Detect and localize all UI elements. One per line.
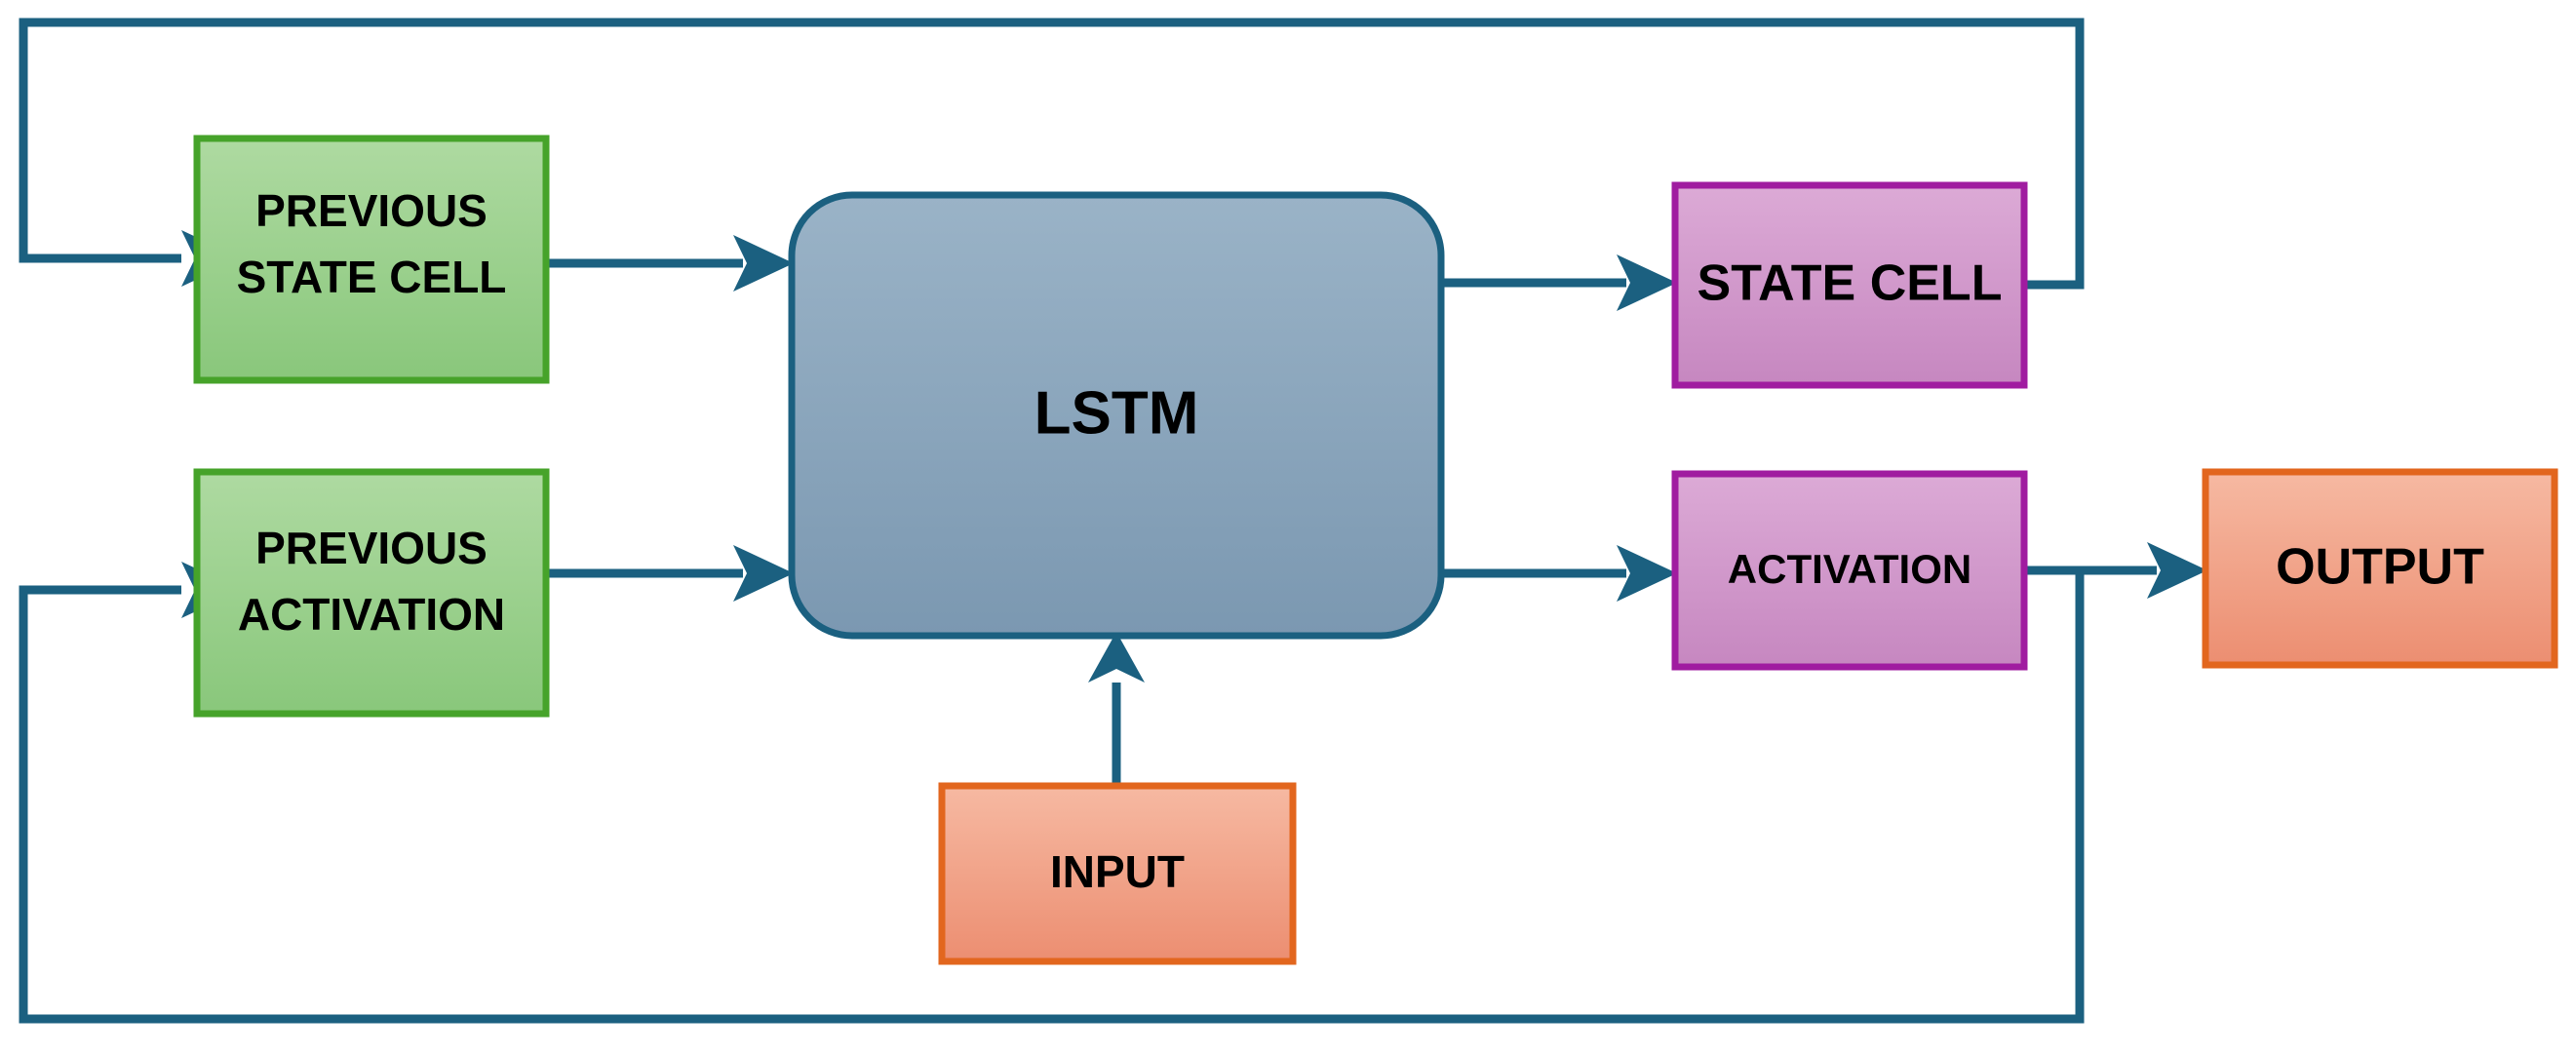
prev-activation-to-lstm-arrowhead	[733, 545, 794, 602]
edge-lstm-to-activation	[1441, 545, 1677, 602]
edge-lstm-to-state-cell	[1441, 254, 1677, 311]
node-state-cell[interactable]: STATE CELL	[1671, 181, 2028, 389]
node-input[interactable]: INPUT	[938, 782, 1297, 965]
previous-activation-box[interactable]	[193, 468, 550, 718]
input-to-lstm-arrowhead	[1088, 632, 1145, 683]
lstm-to-state-cell-arrowhead	[1617, 254, 1677, 311]
output-box[interactable]	[2202, 468, 2558, 669]
lstm-to-activation-arrowhead	[1617, 545, 1677, 602]
node-output[interactable]: OUTPUT	[2202, 468, 2558, 669]
node-previous-state-cell[interactable]: PREVIOUS STATE CELL	[193, 135, 550, 384]
node-previous-activation[interactable]: PREVIOUS ACTIVATION	[193, 468, 550, 718]
edge-prev-activation-to-lstm	[546, 545, 794, 602]
prev-state-to-lstm-arrowhead	[733, 235, 794, 292]
state-cell-feedback-path	[19, 18, 2085, 290]
edge-prev-state-to-lstm	[546, 235, 794, 292]
activation-box[interactable]	[1671, 470, 2028, 671]
edge-input-to-lstm	[1088, 632, 1145, 786]
activation-feedback-path	[19, 570, 2085, 1024]
previous-state-cell-box[interactable]	[193, 135, 550, 384]
lstm-box[interactable]	[788, 191, 1445, 640]
state-cell-box[interactable]	[1671, 181, 2028, 389]
activation-to-output-arrowhead	[2147, 542, 2207, 599]
node-lstm[interactable]: LSTM	[788, 191, 1445, 640]
node-activation[interactable]: ACTIVATION	[1671, 470, 2028, 671]
input-box[interactable]	[938, 782, 1297, 965]
edge-activation-to-output	[2024, 542, 2207, 599]
